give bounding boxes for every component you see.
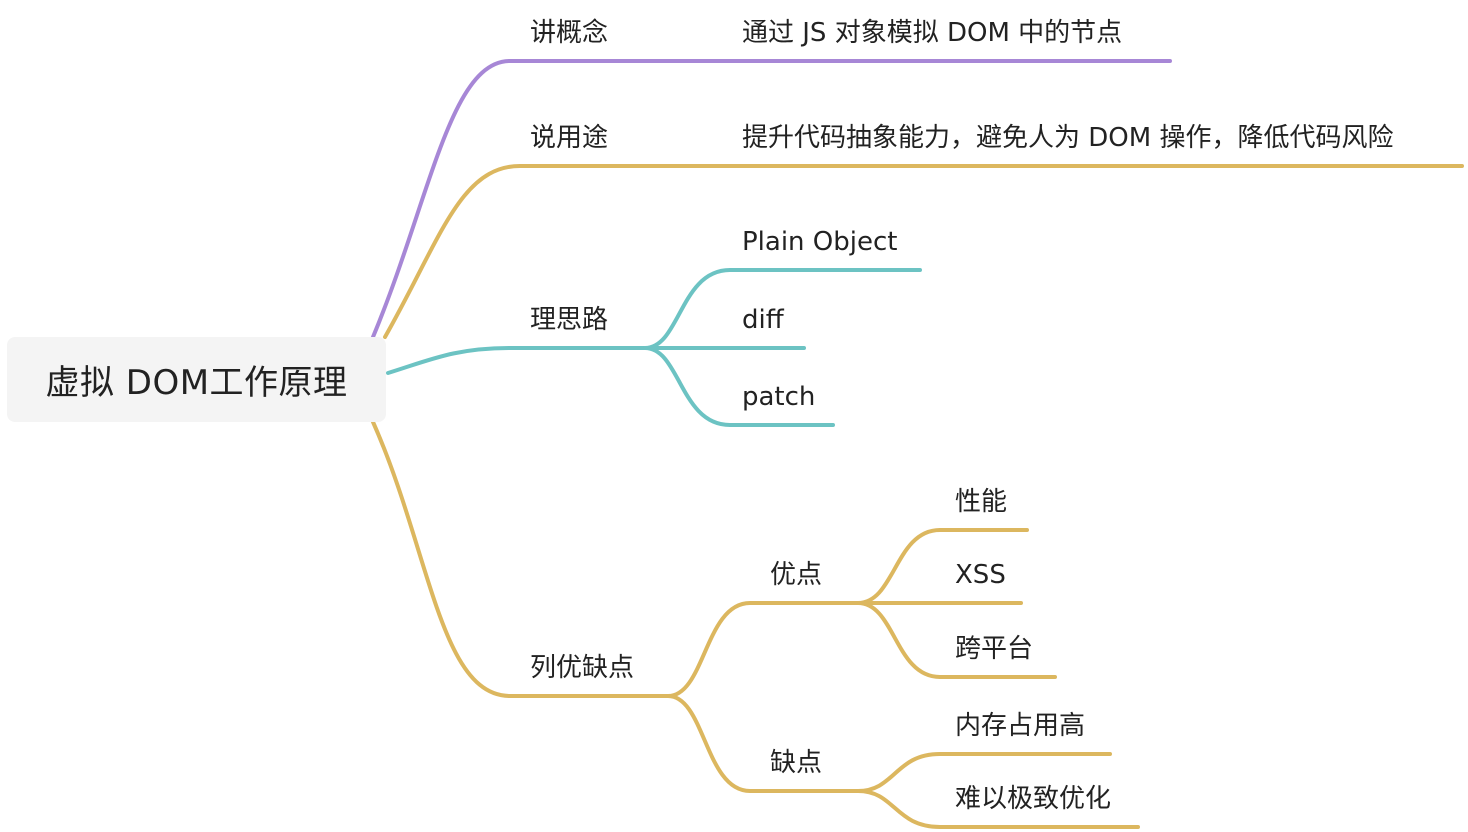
connector-perf <box>856 528 1029 605</box>
connector-plain-object <box>643 268 922 350</box>
connector-concept <box>371 59 1172 339</box>
node-usage-detail[interactable]: 提升代码抽象能力，避免人为 DOM 操作，降低代码风险 <box>742 123 1394 153</box>
connector-idea <box>386 346 647 375</box>
node-pros-cons[interactable]: 列优缺点 <box>530 653 635 683</box>
connector-cons <box>666 694 860 793</box>
connector-pros <box>666 601 860 698</box>
node-idea[interactable]: 理思路 <box>530 305 609 335</box>
root-node[interactable]: 虚拟 DOM工作原理 <box>7 337 386 422</box>
node-concept-detail[interactable]: 通过 JS 对象模拟 DOM 中的节点 <box>742 18 1123 48</box>
node-xss[interactable]: XSS <box>955 560 1006 590</box>
node-concept[interactable]: 讲概念 <box>530 18 609 48</box>
node-cross-platform[interactable]: 跨平台 <box>955 634 1034 664</box>
node-pros[interactable]: 优点 <box>770 560 823 590</box>
connector-optimize <box>856 789 1140 829</box>
connector-memory <box>856 752 1112 793</box>
node-patch[interactable]: patch <box>742 382 816 412</box>
node-memory-high[interactable]: 内存占用高 <box>955 711 1086 741</box>
connector-cross-platform <box>856 601 1057 679</box>
connector-patch <box>643 346 835 427</box>
connector-usage <box>383 164 1464 339</box>
node-usage[interactable]: 说用途 <box>530 123 609 153</box>
root-label: 虚拟 DOM工作原理 <box>45 363 348 403</box>
connector-pros-cons <box>371 420 670 698</box>
node-cons[interactable]: 缺点 <box>770 748 823 778</box>
node-hard-to-optimize[interactable]: 难以极致优化 <box>955 784 1112 814</box>
node-plain-object[interactable]: Plain Object <box>742 227 898 257</box>
node-performance[interactable]: 性能 <box>955 487 1008 517</box>
node-diff[interactable]: diff <box>742 305 784 335</box>
